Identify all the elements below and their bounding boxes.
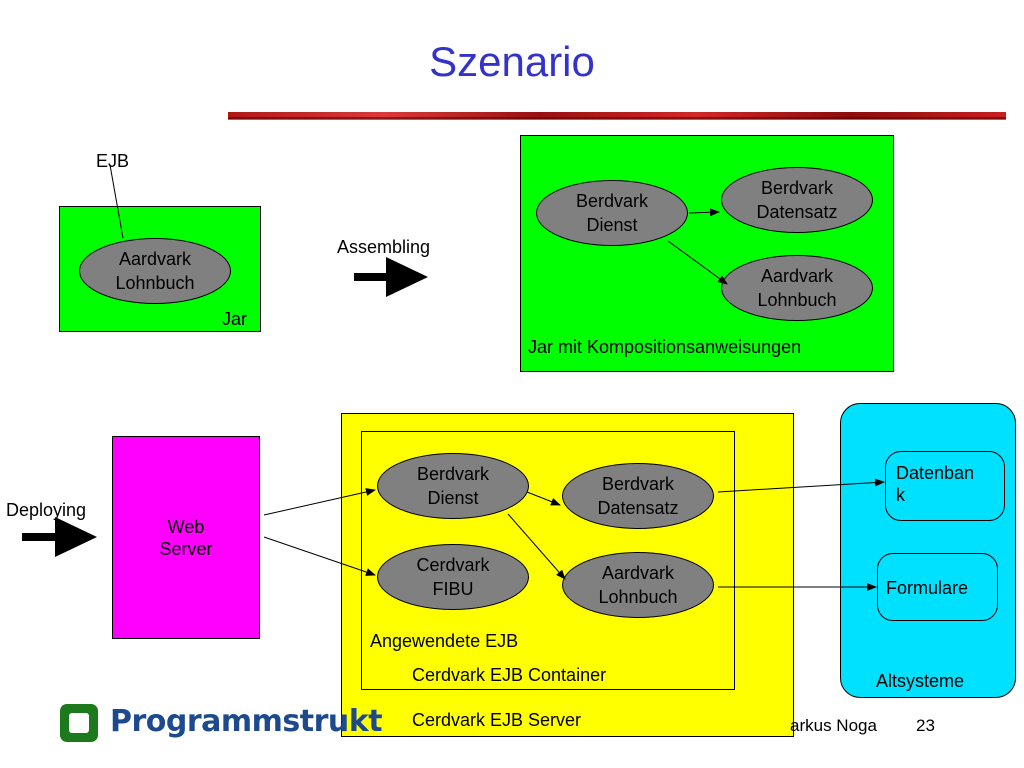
- deploying-arrow-icon: [22, 517, 97, 557]
- container-ellipse-aardvark-lohnbuch: Aardvark Lohnbuch: [562, 552, 714, 618]
- composite-ellipse-berdvark-datensatz: Berdvark Datensatz: [721, 167, 873, 233]
- ejb-callout-line: [109, 164, 124, 239]
- ejb-container-label: Cerdvark EJB Container: [412, 665, 607, 685]
- arrow-datensatz-to-datenbank: [717, 478, 885, 493]
- deploying-label: Deploying: [6, 500, 87, 520]
- arrow-webserver-to-fibu: [263, 536, 376, 576]
- arrow-dienst-to-datensatz-top: [688, 208, 720, 217]
- assembling-arrow-icon: [354, 257, 428, 297]
- jar-ellipse-aardvark-lohnbuch: Aardvark Lohnbuch: [79, 238, 231, 304]
- arrow-dienst-to-datensatz-bottom: [526, 491, 561, 506]
- web-server-box: [112, 436, 260, 639]
- slide-title: Szenario: [429, 38, 595, 85]
- footer-page-number: 23: [916, 716, 935, 735]
- container-ellipse-berdvark-dienst: Berdvark Dienst: [377, 453, 529, 519]
- arrow-webserver-to-dienst: [263, 488, 376, 516]
- ejb-label: EJB: [96, 151, 130, 171]
- jar-label: Jar: [222, 309, 248, 329]
- assembling-label: Assembling: [337, 237, 431, 257]
- formulare-label: Formulare: [886, 578, 969, 598]
- footer-author: arkus Noga: [790, 716, 877, 735]
- composite-ellipse-aardvark-lohnbuch: Aardvark Lohnbuch: [721, 255, 873, 321]
- title-divider-shadow: [228, 117, 1006, 120]
- composite-ellipse-berdvark-dienst: Berdvark Dienst: [536, 180, 688, 246]
- datenbank-label: Datenban k: [896, 463, 975, 505]
- arrow-dienst-to-lohnbuch-top: [667, 240, 728, 285]
- ejb-server-label: Cerdvark EJB Server: [412, 710, 582, 730]
- logo-square-inner: [69, 713, 89, 733]
- container-ellipse-cerdvark-fibu: Cerdvark FIBU: [377, 544, 529, 610]
- altsysteme-label: Altsysteme: [876, 671, 965, 691]
- arrow-dienst-to-lohnbuch-bottom: [507, 513, 566, 580]
- composite-jar-label: Jar mit Kompositionsanweisungen: [528, 337, 802, 357]
- applied-ejb-label: Angewendete EJB: [370, 631, 519, 651]
- web-server-label: Web Server: [159, 517, 213, 559]
- datenbank-box: [885, 451, 1005, 521]
- container-ellipse-berdvark-datensatz: Berdvark Datensatz: [562, 463, 714, 529]
- logo-text: Programmstrukt: [110, 704, 383, 739]
- ejb-container-box: [361, 431, 735, 690]
- formulare-box: [877, 553, 998, 621]
- title-divider: [228, 112, 1006, 119]
